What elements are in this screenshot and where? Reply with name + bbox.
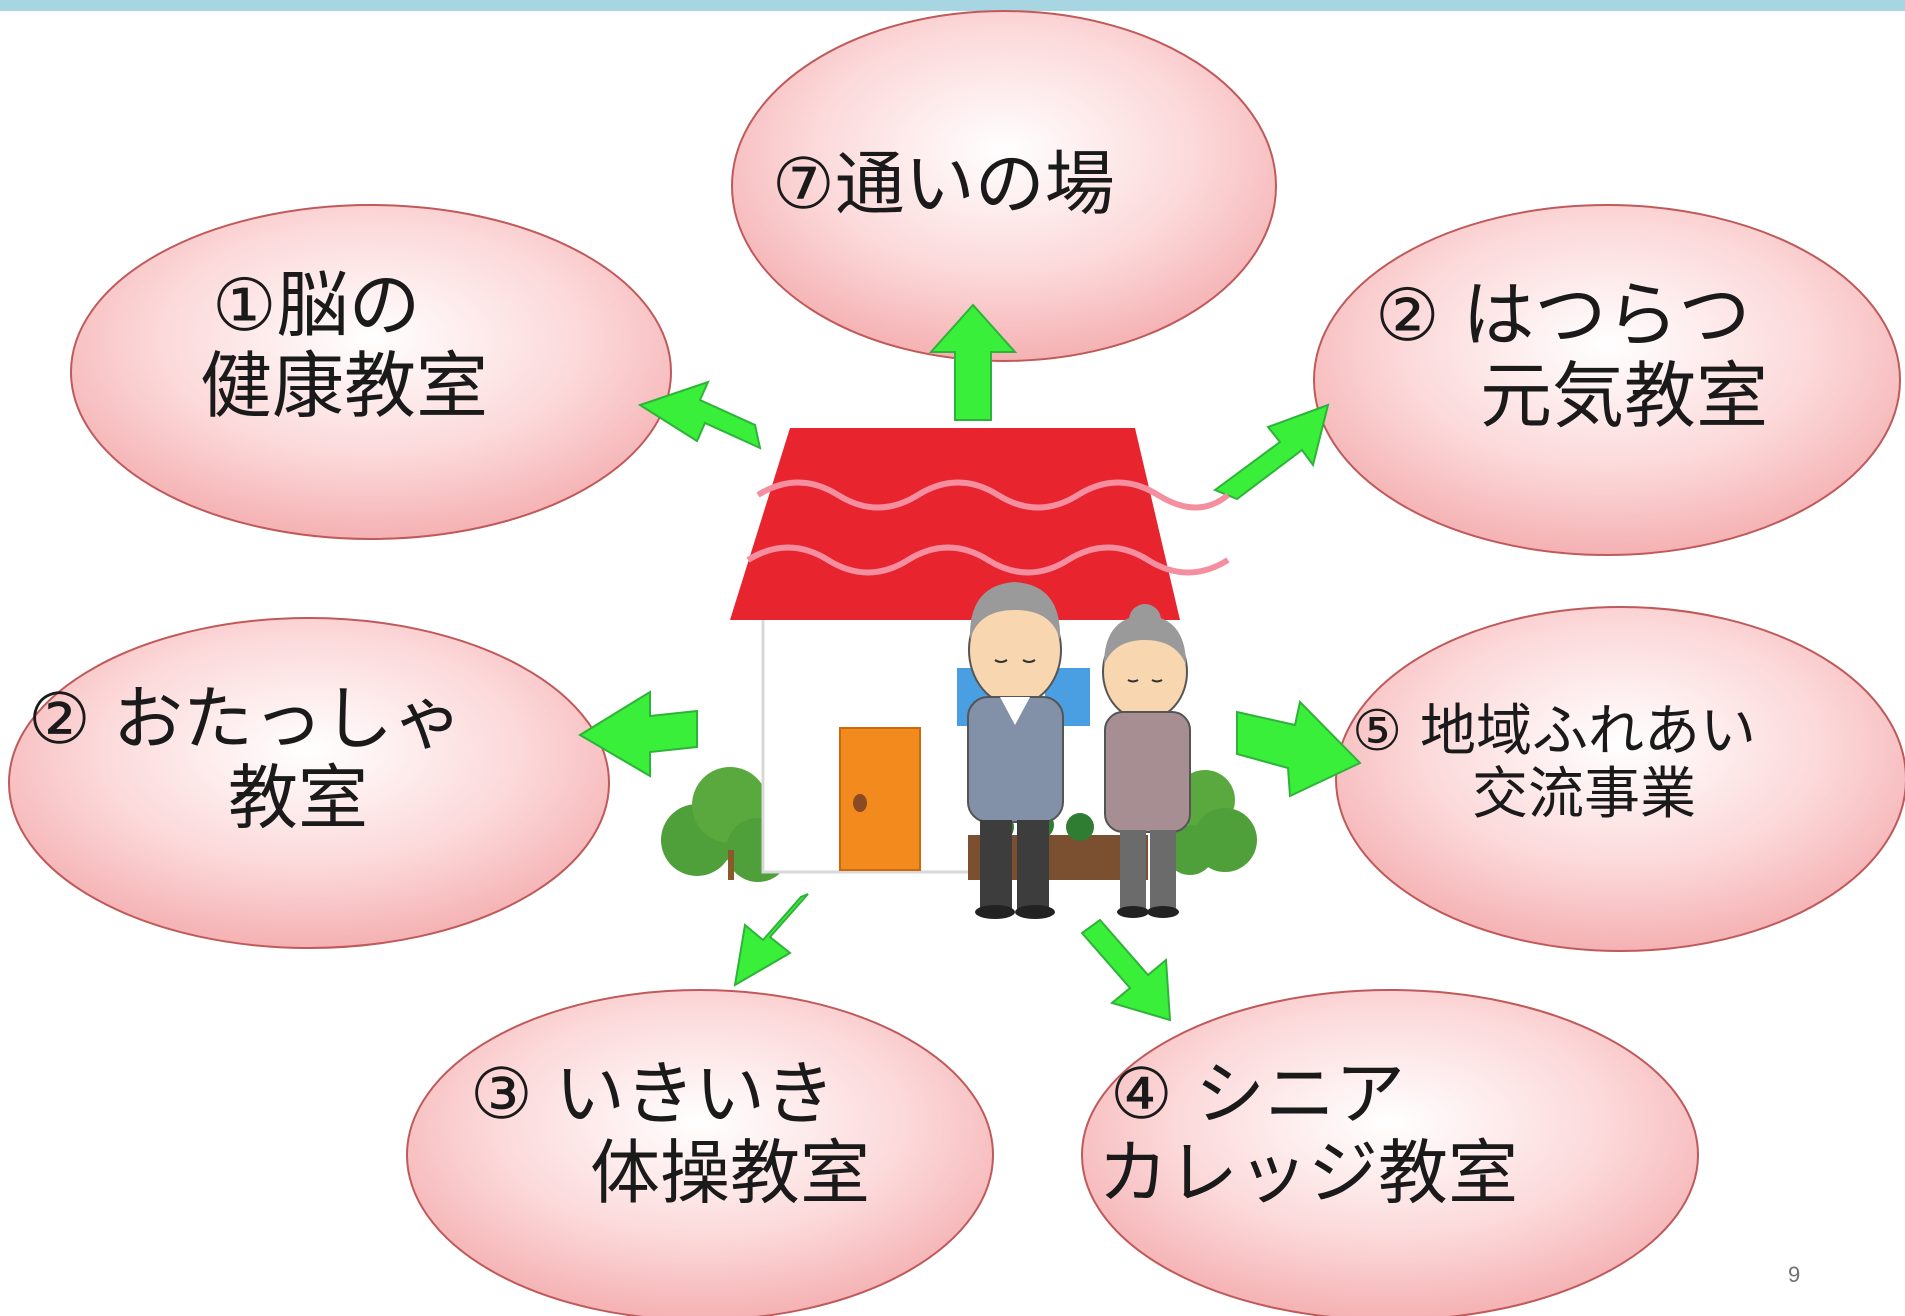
label-middle-right-line2: 交流事業 [1472,762,1696,828]
label-top: ⑦通いの場 [772,143,1115,225]
label-upper-right: ② はつらつ 元気教室 [1375,273,1769,439]
arrow-middle-left [578,690,698,778]
label-lower-right-line1: ④ シニア [1110,1053,1406,1135]
bubble-lower-right [1081,989,1699,1316]
label-upper-left-line2: 健康教室 [200,344,489,429]
label-middle-left-line1: ② おたっしゃ [28,678,464,760]
arrow-up [928,303,1018,421]
label-middle-right-line1: ⑤ 地域ふれあい [1352,699,1757,764]
label-lower-left: ③ いきいき 体操教室 [470,1053,870,1215]
arrow-middle-right [1236,699,1362,798]
house-illustration [661,428,1257,919]
bubble-top [731,10,1277,362]
bubble-lower-left [406,989,994,1316]
top-accent-bar [0,0,1905,11]
arrow-upper-left [637,380,762,450]
label-top-line1: ⑦通いの場 [772,143,1115,225]
label-lower-left-line1: ③ いきいき [470,1053,836,1135]
house-roof [730,428,1180,620]
label-upper-right-line1: ② はつらつ [1375,273,1751,357]
arrow-lower-right [1080,918,1172,1022]
elderly-man [967,582,1064,919]
label-upper-left-line1: ①脳の [212,263,421,347]
label-lower-left-line2: 体操教室 [590,1132,870,1215]
bubble-middle-left [8,617,610,949]
bubble-middle-right [1335,606,1905,952]
house-door [839,727,921,871]
bubble-upper-right [1313,204,1901,556]
label-middle-left-line2: 教室 [228,757,368,840]
label-upper-left: ①脳の 健康教室 [200,263,489,429]
page-number: 9 [1788,1262,1801,1287]
label-upper-right-line2: 元気教室 [1480,354,1769,439]
arrow-upper-right [1212,403,1330,501]
arrow-lower-left [733,893,809,987]
label-lower-right: ④ シニア カレッジ教室 [1098,1053,1518,1213]
label-lower-right-line2: カレッジ教室 [1098,1132,1518,1215]
bubble-upper-left [70,204,672,540]
label-middle-left: ② おたっしゃ 教室 [28,678,464,840]
label-middle-right: ⑤ 地域ふれあい 交流事業 [1352,700,1756,827]
elderly-woman [1102,604,1191,918]
